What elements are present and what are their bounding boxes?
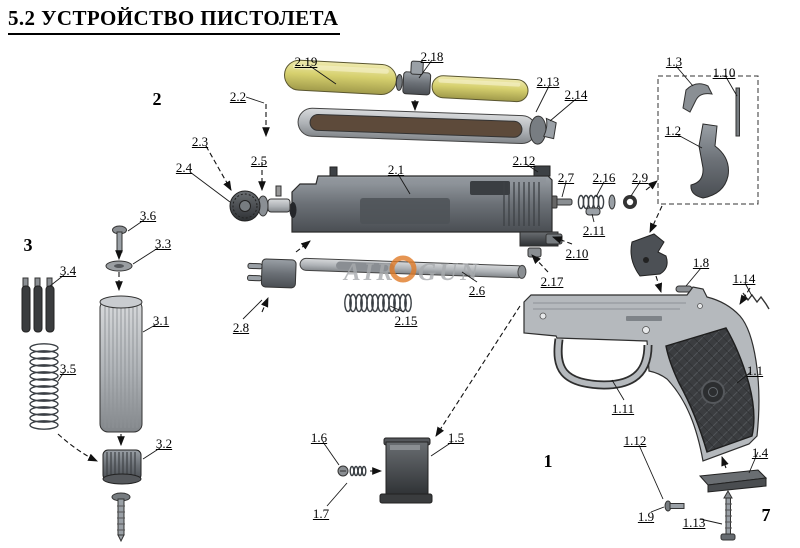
watermark-logo-ring xyxy=(389,255,417,283)
part-label-1-4: 1.4 xyxy=(751,445,769,460)
part-label-1-7: 1.7 xyxy=(312,506,330,521)
part-label-1-5: 1.5 xyxy=(447,430,465,445)
valve-pin xyxy=(585,207,601,216)
barrel-block xyxy=(260,258,297,289)
tube-end-cap xyxy=(529,115,547,145)
trigger-group xyxy=(682,83,740,199)
ejection-port xyxy=(470,181,510,195)
part-label-3-4: 3.4 xyxy=(59,263,77,278)
part-label-2-4: 2.4 xyxy=(175,160,193,175)
sear-lever xyxy=(682,83,713,113)
part-label-2-8: 2.8 xyxy=(232,320,250,335)
part-label-2-7: 2.7 xyxy=(557,170,575,185)
gas-tube xyxy=(297,107,557,145)
frame-marking xyxy=(626,316,662,321)
part-label-3-1: 3.1 xyxy=(152,313,170,328)
part-label-2-17: 2.17 xyxy=(540,274,564,289)
part-label-2-11: 2.11 xyxy=(582,223,606,238)
part-label-1-1: 1.1 xyxy=(746,363,764,378)
part-label-2-16: 2.16 xyxy=(592,170,616,185)
hammer xyxy=(630,233,668,277)
part-label-1-3: 1.3 xyxy=(665,54,683,69)
part-label-2-3: 2.3 xyxy=(191,134,209,149)
trigger xyxy=(690,123,729,199)
part-label-2-6: 2.6 xyxy=(468,283,486,298)
slide-catch-block xyxy=(545,233,563,245)
grip-medallion xyxy=(701,380,725,404)
part-label-2-1: 2.1 xyxy=(387,162,405,177)
frame-group xyxy=(523,286,760,462)
part-label-2-2: 2.2 xyxy=(229,89,247,104)
part-label-2-14: 2.14 xyxy=(564,87,588,102)
page-title: 5.2 УСТРОЙСТВО ПИСТОЛЕТА xyxy=(8,6,341,35)
part-label-2-18: 2.18 xyxy=(420,49,444,64)
assembly-arrows xyxy=(57,100,751,475)
group3-parts xyxy=(21,225,143,543)
watermark-gun: GUN xyxy=(418,259,481,286)
magazine-body xyxy=(385,441,429,497)
part-label-3-3: 3.3 xyxy=(154,236,172,251)
part-label-3-5: 3.5 xyxy=(59,361,77,376)
trigger-detail-box xyxy=(657,75,759,205)
trigger-pin xyxy=(735,87,740,137)
part-label-2-12: 2.12 xyxy=(512,153,536,168)
valve-spring xyxy=(577,194,605,210)
muzzle-parts xyxy=(229,185,291,222)
part-label-3-6: 3.6 xyxy=(139,208,157,223)
grip-bottom-parts xyxy=(664,469,768,541)
co2-coupler-knob xyxy=(410,60,424,76)
muzzle-bushing xyxy=(267,198,291,213)
part-label-1-12: 1.12 xyxy=(623,433,647,448)
magazine-group xyxy=(337,437,433,504)
slide-catch-plate xyxy=(527,247,542,258)
watermark-air: AIR xyxy=(342,259,396,286)
part-label-2-9: 2.9 xyxy=(631,170,649,185)
valve-small-parts xyxy=(527,194,637,258)
magazine-base xyxy=(379,493,433,504)
part-label-1-8: 1.8 xyxy=(692,255,710,270)
tube-end-clip xyxy=(542,117,557,140)
part-label-1-11: 1.11 xyxy=(611,401,635,416)
part-label-2-15: 2.15 xyxy=(394,313,418,328)
watermark: AIR GUN xyxy=(342,255,481,286)
front-sight xyxy=(329,166,338,177)
part-label-1-6: 1.6 xyxy=(310,430,328,445)
group-label-1: 1 xyxy=(543,451,553,471)
co2-coupler xyxy=(402,71,432,96)
recoil-spring xyxy=(344,293,412,313)
slide-assembly xyxy=(289,165,559,247)
co2-assembly xyxy=(284,59,529,103)
valve-washer xyxy=(608,194,616,210)
part-label-1-10: 1.10 xyxy=(712,65,736,80)
valve-screw xyxy=(555,198,573,206)
cap-spring xyxy=(29,343,59,430)
leader-lines xyxy=(49,59,759,525)
part-label-2-10: 2.10 xyxy=(565,246,589,261)
group-label-2: 2 xyxy=(152,89,162,109)
group-label-7: 7 xyxy=(761,505,771,525)
sear-spring xyxy=(742,292,770,310)
magazine-screw-spring xyxy=(349,465,367,477)
gas-tube-inner xyxy=(309,113,523,138)
group-label-3: 3 xyxy=(23,235,33,255)
part-label-2-5: 2.5 xyxy=(250,153,268,168)
grip-bolt-tip xyxy=(723,489,733,499)
cap-screw-shaft xyxy=(116,231,123,253)
muzzle-pin xyxy=(275,185,282,197)
piercing-pins xyxy=(21,277,55,333)
part-label-1-9: 1.9 xyxy=(637,509,655,524)
part-label-1-14: 1.14 xyxy=(732,271,756,286)
part-label-2-13: 2.13 xyxy=(536,74,560,89)
part-label-1-2: 1.2 xyxy=(664,123,682,138)
small-screw-shaft xyxy=(669,503,685,509)
part-label-1-13: 1.13 xyxy=(682,515,706,530)
part-label-2-19: 2.19 xyxy=(294,54,318,69)
part-label-3-2: 3.2 xyxy=(155,436,173,451)
